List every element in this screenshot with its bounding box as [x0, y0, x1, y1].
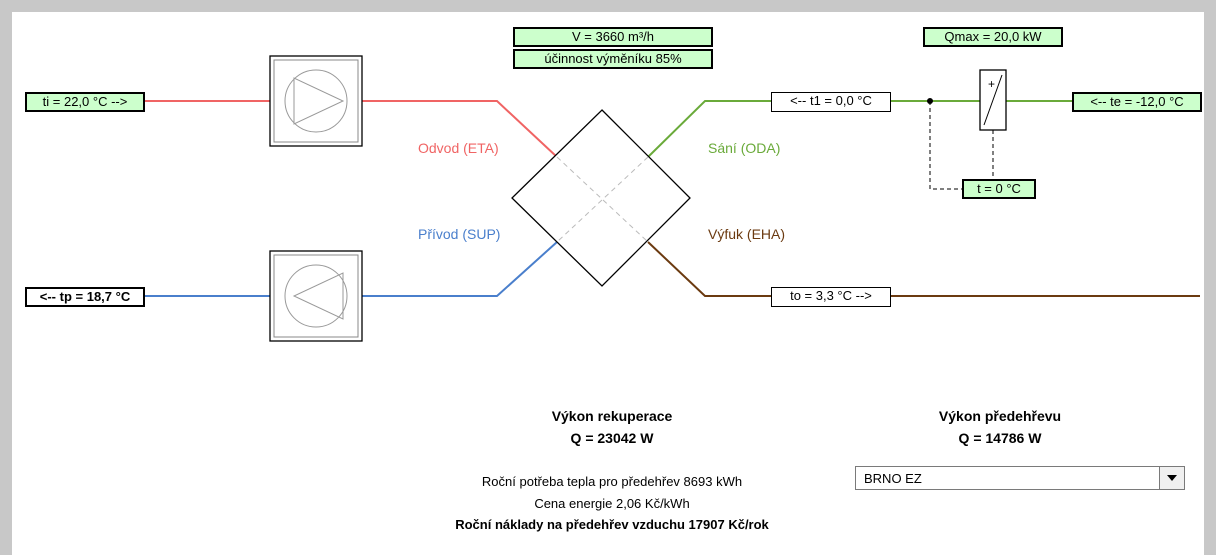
eta-line-2	[362, 100, 558, 158]
exchanger-diagonal-1	[556, 156, 649, 243]
preheat-title: Výkon předehřevu	[938, 408, 1062, 424]
qmax-box: Qmax = 20,0 kW	[923, 27, 1063, 47]
location-selected: BRNO EZ	[864, 471, 922, 486]
vyfuk-label: Výfuk (EHA)	[708, 226, 786, 242]
t-sensor-box: t = 0 °C	[962, 179, 1036, 199]
sani-label: Sání (ODA)	[708, 140, 781, 156]
efficiency-box: účinnost výměníku 85%	[513, 49, 713, 69]
annual-need: Roční potřeba tepla pro předehřev 8693 k…	[481, 474, 743, 489]
privod-label: Přívod (SUP)	[418, 226, 501, 242]
supply-fan-icon	[269, 250, 363, 342]
dropdown-arrow-icon[interactable]	[1159, 467, 1184, 489]
energy-price: Cena energie 2,06 Kč/kWh	[534, 496, 690, 511]
volume-box: V = 3660 m³/h	[513, 27, 713, 47]
annual-cost: Roční náklady na předehřev vzduchu 17907…	[455, 517, 769, 532]
recovery-value: Q = 23042 W	[570, 430, 654, 446]
sensor-link	[929, 101, 962, 190]
ti-box: ti = 22,0 °C -->	[25, 92, 145, 112]
recovery-title: Výkon rekuperace	[551, 408, 673, 424]
location-select[interactable]: BRNO EZ	[855, 466, 1185, 490]
preheater-plus: +	[988, 77, 995, 91]
te-box: <-- te = -12,0 °C	[1072, 92, 1202, 112]
eha-line	[647, 241, 1200, 297]
sup-line-2	[362, 241, 558, 297]
tp-box: <-- tp = 18,7 °C	[25, 287, 145, 307]
preheater-icon	[979, 69, 1007, 131]
t1-box: <-- t1 = 0,0 °C	[771, 92, 891, 112]
heat-exchanger	[511, 109, 691, 287]
oda-line	[647, 100, 1072, 158]
exchanger-diagonal-2	[556, 156, 649, 243]
preheat-value: Q = 14786 W	[958, 430, 1042, 446]
odvod-label: Odvod (ETA)	[418, 140, 499, 156]
exhaust-fan-icon	[269, 55, 363, 147]
to-box: to = 3,3 °C -->	[771, 287, 891, 307]
